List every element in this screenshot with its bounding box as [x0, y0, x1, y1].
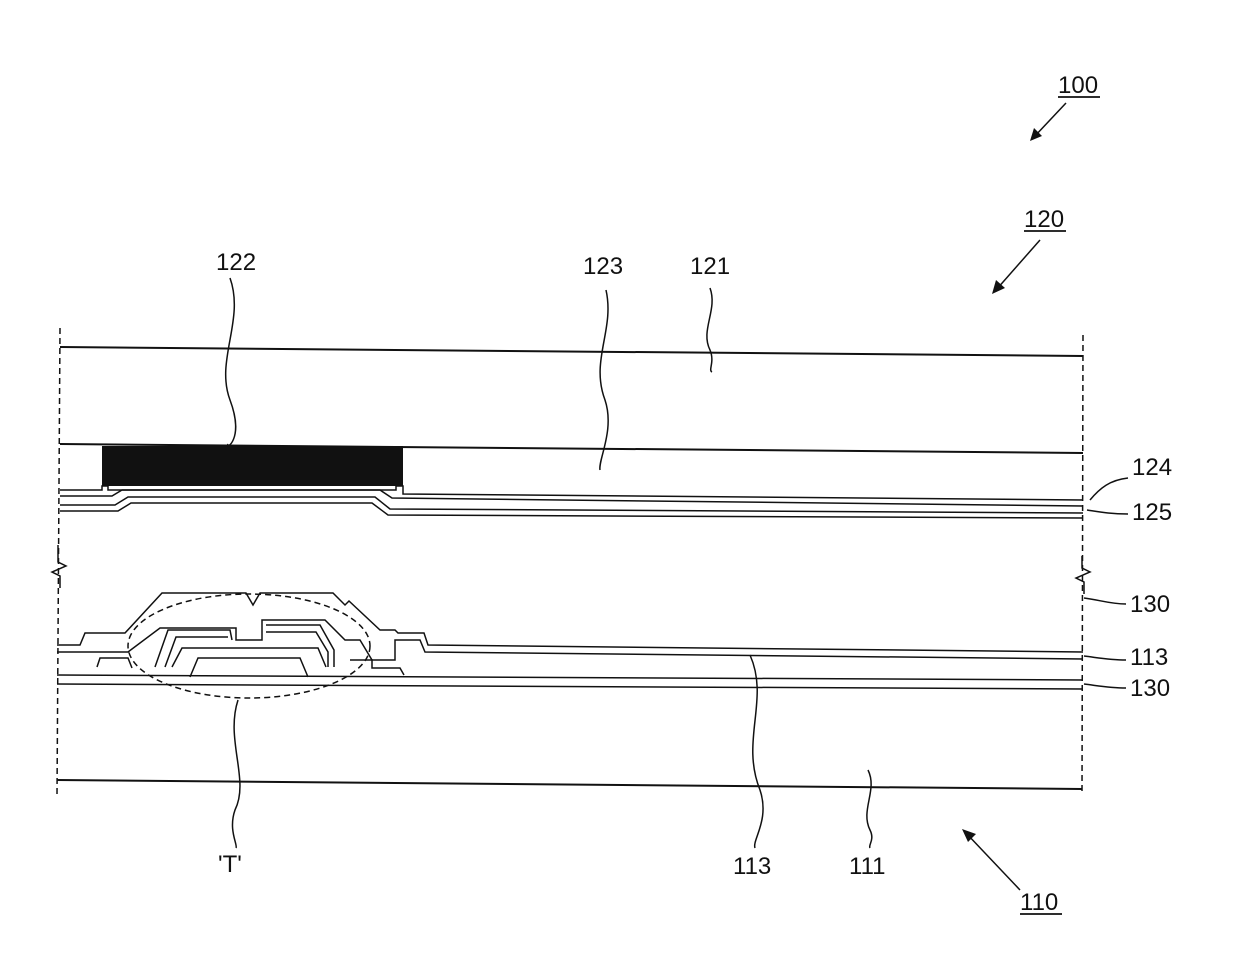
leader-113-bottom: [750, 655, 763, 848]
label-125: 125: [1132, 499, 1172, 526]
label-113-bottom: 113: [733, 853, 771, 880]
leader-125: [1087, 510, 1128, 514]
arrow-100-shaft: [1034, 103, 1066, 137]
label-121: 121: [690, 253, 730, 280]
label-110: 110: [1020, 889, 1058, 916]
arrow-110-shaft: [966, 833, 1020, 890]
layer-124-line: [60, 486, 1083, 500]
black-matrix: [102, 446, 403, 486]
label-130-upper: 130: [1130, 591, 1170, 618]
label-120: 120: [1024, 206, 1064, 233]
label-124: 124: [1132, 454, 1172, 481]
label-123: 123: [583, 253, 623, 280]
label-122: 122: [216, 249, 256, 276]
protective-layer-113-line: [57, 620, 1083, 660]
leader-113-right: [1084, 656, 1126, 660]
leader-123: [600, 290, 608, 470]
label-130-lower: 130: [1130, 675, 1170, 702]
leader-130-upper: [1084, 598, 1126, 604]
leader-121: [707, 288, 712, 372]
arrow-110-head: [962, 829, 976, 842]
tft-region-ellipse: [128, 594, 370, 698]
label-100: 100: [1058, 72, 1098, 99]
passivation-layer-line: [57, 593, 1083, 652]
tft-left-electrode: [97, 658, 132, 668]
leader-111: [867, 770, 872, 848]
label-111: 111: [849, 853, 885, 880]
tft-gate-electrode: [190, 658, 308, 677]
leader-124: [1090, 478, 1128, 500]
arrow-120-shaft: [996, 240, 1040, 290]
lower-substrate-bottom-line: [57, 780, 1082, 789]
leader-130-lower: [1084, 684, 1126, 688]
label-113-right: 113: [1130, 644, 1168, 671]
gate-insulator-top-line: [57, 675, 1083, 680]
leader-122: [226, 278, 236, 446]
gate-insulator-bottom-line: [57, 684, 1083, 689]
upper-substrate-top-line: [60, 347, 1083, 356]
leader-T: [232, 700, 239, 848]
label-T: 'T': [218, 851, 242, 878]
